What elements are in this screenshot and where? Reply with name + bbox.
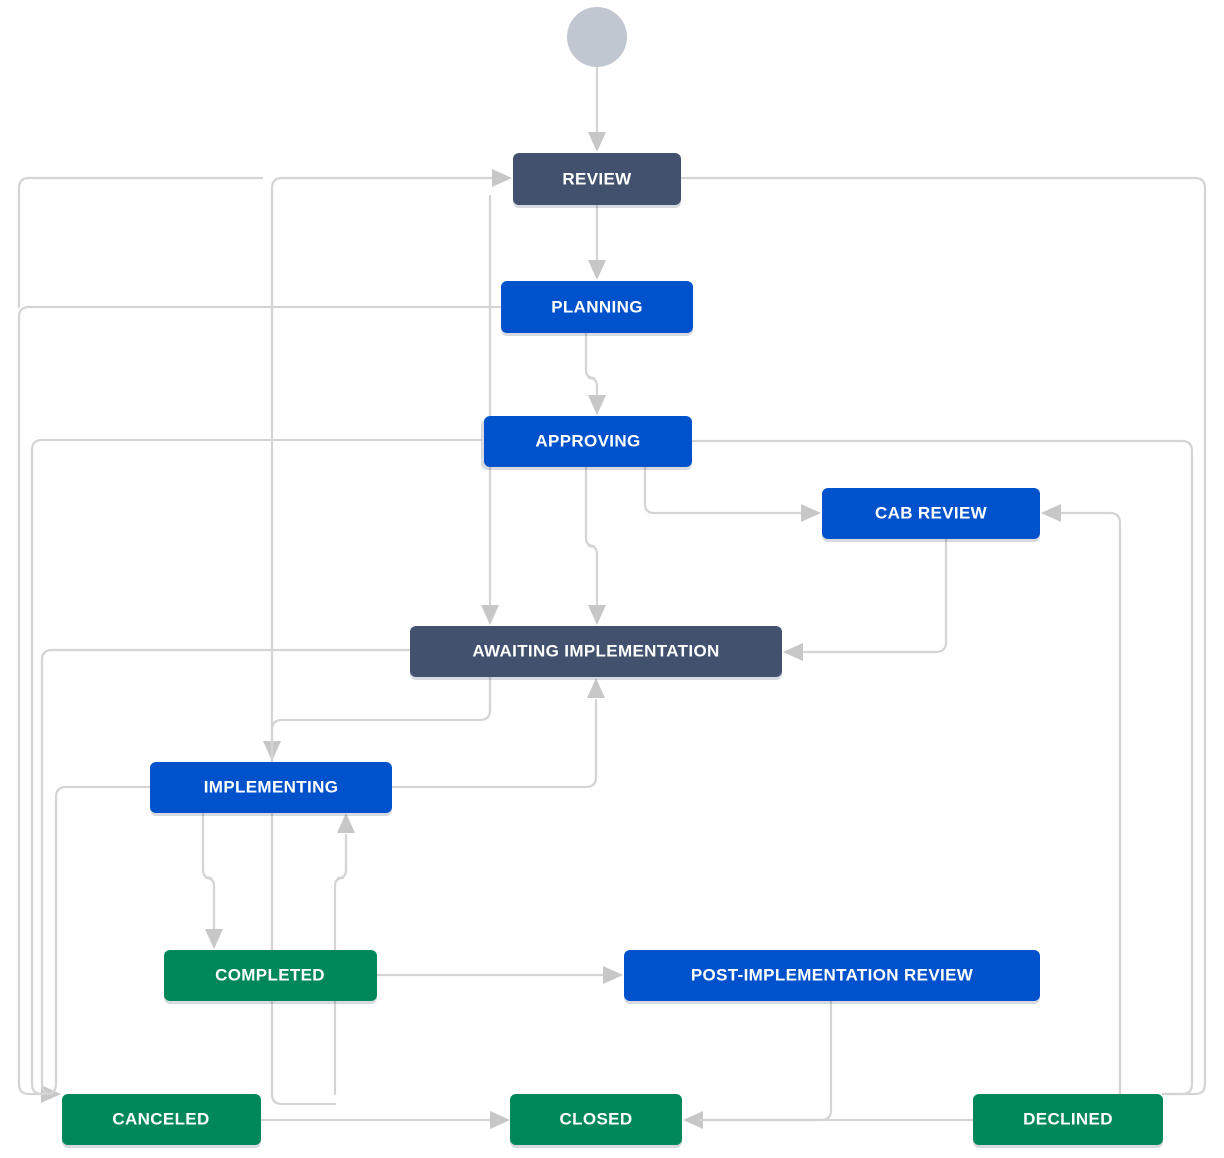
edge-approving-to-canceled [30,438,483,1096]
arrowhead-implementing-to-completed [205,929,223,949]
edge-completed-to-implementing [333,833,348,1096]
node-cab-review[interactable]: CAB REVIEW [822,488,1040,542]
edge-implementing-to-canceled [42,785,152,1096]
node-approving[interactable]: APPROVING [481,416,692,470]
arrowhead-canceled-to-closed [490,1111,510,1129]
arrowhead-approving-to-cab-review [801,504,821,522]
edge-declined-to-cab-review [1057,511,1122,1096]
edge-approving-to-awaiting [584,465,599,610]
edge-approving-to-cab-review [643,465,806,515]
edge-awaiting-to-implementing [270,675,492,746]
arrowhead-implementing-to-awaiting [587,678,605,698]
edge-canceled-to-review [17,176,264,309]
edges-layer [17,65,1207,1129]
node-implementing[interactable]: IMPLEMENTING [150,762,392,816]
arrowhead-review-to-planning [588,260,606,280]
node-awaiting-implementation[interactable]: AWAITING IMPLEMENTATION [410,626,782,680]
arrowhead-declined-to-cab-review [1041,504,1061,522]
arrowhead-pir-to-closed [683,1111,703,1129]
arrowhead-cab-review-to-awaiting [783,643,803,661]
node-post-implementation-review[interactable]: POST-IMPLEMENTATION REVIEW [624,950,1040,1004]
arrowhead-approving-to-awaiting [588,605,606,625]
node-canceled[interactable]: CANCELED [62,1094,261,1148]
node-review[interactable]: REVIEW [513,153,681,208]
edge-awaiting-to-canceled [40,648,412,1096]
edge-closed-to-review [270,176,497,1106]
edge-pir-to-closed [698,999,833,1122]
arrowhead-review-to-awaiting [481,605,499,625]
start-node[interactable] [567,7,627,67]
edge-implementing-to-awaiting [390,698,598,789]
arrowhead-planning-to-approving [588,395,606,415]
arrowhead-closed-to-review [492,169,512,187]
node-planning[interactable]: PLANNING [501,281,693,336]
edge-implementing-to-completed [201,811,216,934]
arrowhead-completed-to-pir [603,966,623,984]
arrowhead-completed-to-implementing [337,813,355,833]
edge-review-to-declined [679,176,1207,1096]
node-completed[interactable]: COMPLETED [164,950,377,1004]
arrowhead-start-to-review [588,132,606,152]
edge-approving-to-declined [690,439,1194,1096]
nodes-layer: REVIEW PLANNING APPROVING CAB REVIEW [62,7,1163,1148]
edge-planning-to-canceled [17,305,503,1096]
node-closed[interactable]: CLOSED [510,1094,682,1148]
edge-cab-review-to-awaiting [798,537,948,654]
edge-planning-to-approving [584,331,599,400]
node-declined[interactable]: DECLINED [973,1094,1163,1148]
